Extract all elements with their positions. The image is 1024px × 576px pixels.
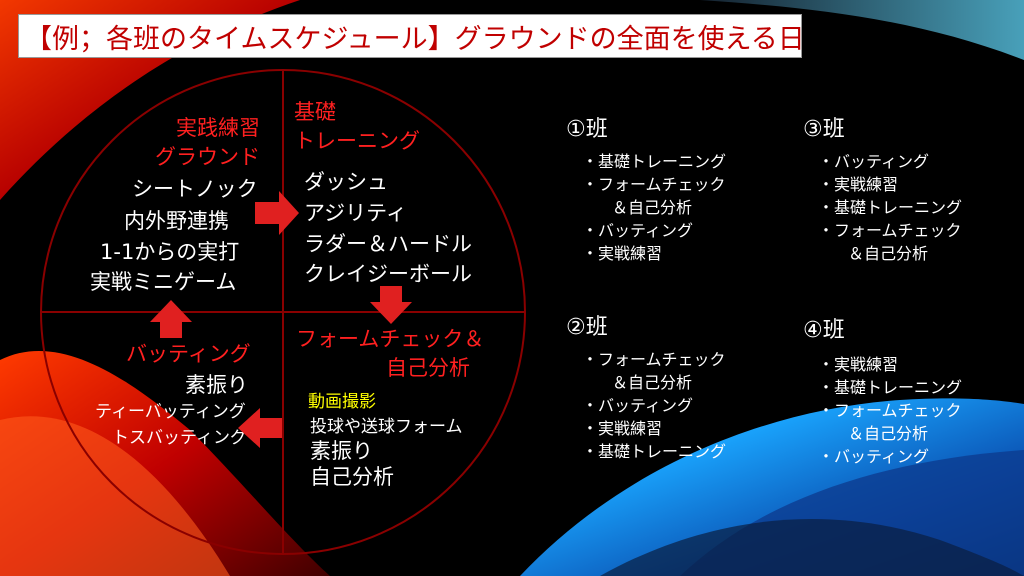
team-2-item: ・基礎トレーニング: [582, 442, 727, 461]
form-check-heading-line2: 自己分析: [386, 356, 470, 380]
team-1-name: ①班: [566, 117, 608, 142]
team-3-item: ・フォームチェック: [818, 221, 962, 240]
arrow-left-icon: [238, 408, 282, 448]
team-3-item: ・基礎トレーニング: [818, 198, 963, 217]
form-check-item: 投球や送球フォーム: [310, 417, 463, 437]
practice-subheading: グラウンド: [155, 145, 260, 169]
form-check-item: 自己分析: [310, 465, 394, 489]
practice-item: 内外野連携: [124, 209, 229, 233]
team-4-name: ④班: [803, 318, 845, 343]
training-item: クレイジーボール: [304, 262, 472, 286]
team-2-item: ・実戦練習: [582, 419, 663, 438]
training-heading-line1: 基礎: [294, 100, 336, 124]
arrow-right-icon: [255, 191, 299, 235]
team-3-name: ③班: [803, 117, 845, 142]
team-4-item: ・実戦練習: [818, 355, 899, 374]
team-2-item: ・フォームチェック: [582, 350, 726, 369]
team-2-name: ②班: [566, 315, 608, 340]
training-item: アジリティ: [304, 201, 407, 225]
team-1-item: ・バッティング: [582, 221, 694, 240]
form-check-item: 素振り: [310, 439, 373, 463]
team-3-item: ・実戦練習: [818, 175, 899, 194]
arrow-down-icon: [370, 286, 412, 324]
practice-item: シートノック: [132, 177, 258, 201]
team-4-item: ・基礎トレーニング: [818, 378, 963, 397]
video-recording-label: 動画撮影: [308, 392, 376, 412]
practice-heading: 実践練習: [176, 116, 260, 140]
practice-item: 実戦ミニゲーム: [90, 270, 237, 294]
team-3-item: ＆自己分析: [848, 244, 929, 263]
team-2-item: ・バッティング: [582, 396, 694, 415]
batting-item: 素振り: [185, 373, 248, 397]
arrow-up-icon: [150, 300, 192, 338]
team-1-item: ・実戦練習: [582, 244, 663, 263]
form-check-heading-line1: フォームチェック＆: [296, 327, 485, 351]
team-4-item: ＆自己分析: [848, 424, 929, 443]
team-2-item: ＆自己分析: [612, 373, 693, 392]
batting-item: ティーバッティング: [95, 402, 246, 422]
batting-heading: バッティング: [126, 342, 251, 366]
title-banner: 【例；各班のタイムスケジュール】グラウンドの全面を使える日: [18, 14, 805, 58]
training-item: ダッシュ: [304, 170, 388, 194]
team-4-item: ・フォームチェック: [818, 401, 962, 420]
team-1-item: ＆自己分析: [612, 198, 693, 217]
practice-item: 1-1からの実打: [100, 240, 240, 264]
team-3-item: ・バッティング: [818, 152, 930, 171]
training-heading-line2: トレーニング: [294, 129, 420, 153]
training-item: ラダー＆ハードル: [304, 232, 472, 256]
team-4-item: ・バッティング: [818, 447, 930, 466]
team-1-item: ・基礎トレーニング: [582, 152, 727, 171]
page-title: 【例；各班のタイムスケジュール】グラウンドの全面を使える日: [25, 23, 805, 55]
batting-item: トスバッティング: [112, 428, 247, 448]
team-1-item: ・フォームチェック: [582, 175, 726, 194]
